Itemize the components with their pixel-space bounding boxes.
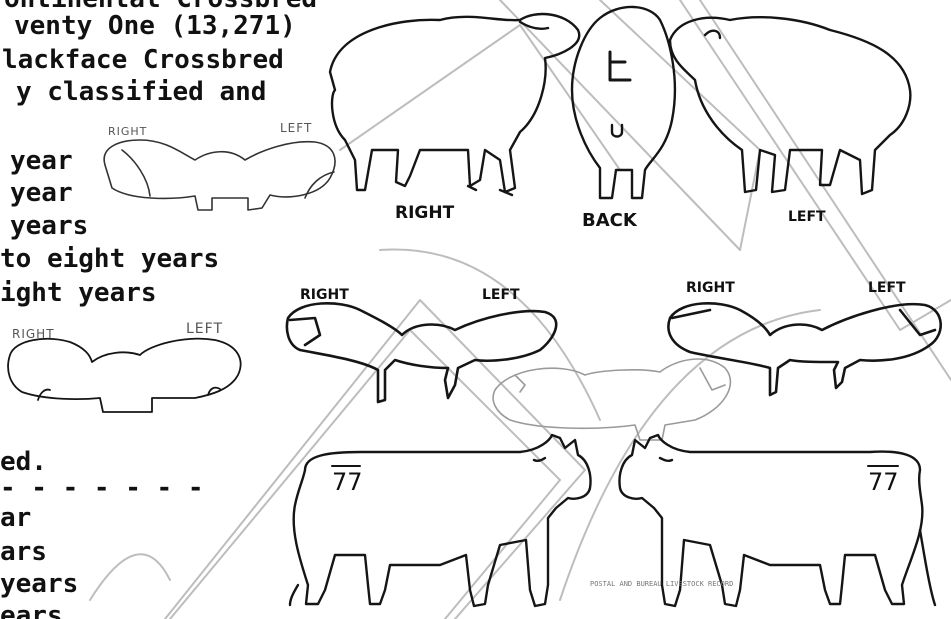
ear-diagram-4 [668,303,940,395]
label-right-ear-3: RIGHT [300,288,349,302]
label-left-ear-4: LEFT [868,281,906,295]
fine-print: POSTAL AND BUREAU LIVESTOCK RECORD [590,580,733,588]
watermark [90,0,951,619]
ear-diagram-ghost [493,359,730,440]
label-small-right-1: RIGHT [108,126,147,137]
label-left-ear-3: LEFT [482,288,520,302]
sheep-left-view [670,17,910,194]
label-small-right-2: RIGHT [12,328,55,340]
cow-right-facing [290,435,591,606]
cow-tag-number-right: 77 [868,470,899,494]
label-right-sheep: RIGHT [395,205,454,222]
ear-diagram-3 [287,303,556,402]
ear-diagram-2 [8,339,241,412]
sheep-back-view [572,7,675,198]
cow-tag-number-left: 77 [332,470,363,494]
label-right-ear-4: RIGHT [686,281,735,295]
sheep-right-view [330,14,579,195]
label-small-left-2: LEFT [186,322,223,336]
label-small-left-1: LEFT [280,122,312,134]
ear-diagram-1 [104,140,335,210]
label-left-sheep: LEFT [788,210,826,224]
label-back-sheep: BACK [582,212,637,230]
